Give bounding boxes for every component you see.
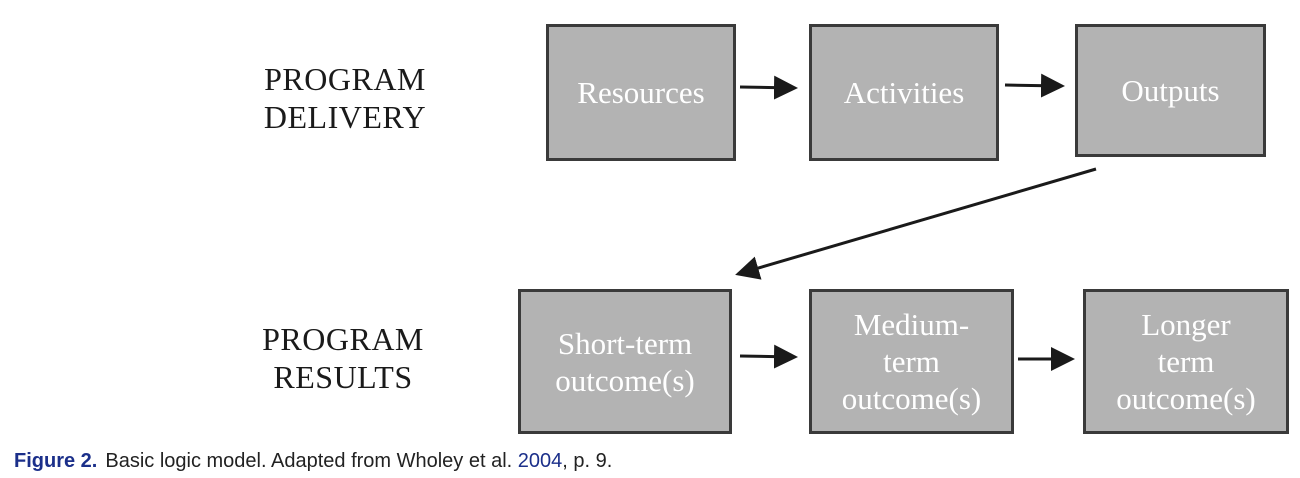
medium-term-outcomes-box: Medium- term outcome(s) [809, 289, 1014, 434]
program-delivery-label: PROGRAM DELIVERY [250, 60, 440, 136]
medium-term-outcomes-line-2: term [883, 344, 940, 379]
arrow-activities-to-outputs [1004, 73, 1065, 98]
outputs-box-label: Outputs [1121, 73, 1220, 108]
program-results-label-line-1: PROGRAM [262, 321, 424, 357]
figure-caption: Figure 2. Basic logic model. Adapted from… [14, 450, 612, 473]
resources-box: Resources [546, 24, 736, 161]
outputs-box: Outputs [1075, 24, 1266, 157]
medium-term-outcomes-line-1: Medium- [853, 307, 970, 342]
program-results-label-line-2: RESULTS [273, 359, 413, 395]
short-term-outcomes-line-1: Short-term [557, 325, 693, 361]
longer-term-outcomes-line-3: outcome(s) [1116, 381, 1256, 416]
citation-year-link[interactable]: 2004 [517, 450, 563, 472]
longer-term-outcomes-line-2: term [1157, 344, 1215, 379]
short-term-outcomes-line-2: outcome(s) [555, 362, 695, 398]
caption-page: , p. 9. [562, 450, 613, 472]
activities-box: Activities [809, 24, 999, 161]
arrow-short-to-medium-term [739, 344, 798, 369]
program-results-label: PROGRAM RESULTS [248, 320, 438, 396]
longer-term-outcomes-line-1: Longer [1141, 307, 1231, 342]
figure-number: Figure 2. [14, 450, 98, 472]
arrow-resources-to-activities [739, 75, 798, 100]
arrow-outputs-to-short-term [735, 167, 1097, 280]
resources-box-label: Resources [577, 75, 705, 110]
program-delivery-label-line-2: DELIVERY [263, 99, 427, 135]
short-term-outcomes-box: Short-term outcome(s) [518, 289, 732, 434]
longer-term-outcomes-box: Longer term outcome(s) [1083, 289, 1289, 434]
program-delivery-label-line-1: PROGRAM [264, 61, 426, 97]
caption-text: Basic logic model. Adapted from Wholey e… [105, 450, 518, 472]
activities-box-label: Activities [843, 75, 965, 110]
medium-term-outcomes-line-3: outcome(s) [841, 381, 982, 416]
